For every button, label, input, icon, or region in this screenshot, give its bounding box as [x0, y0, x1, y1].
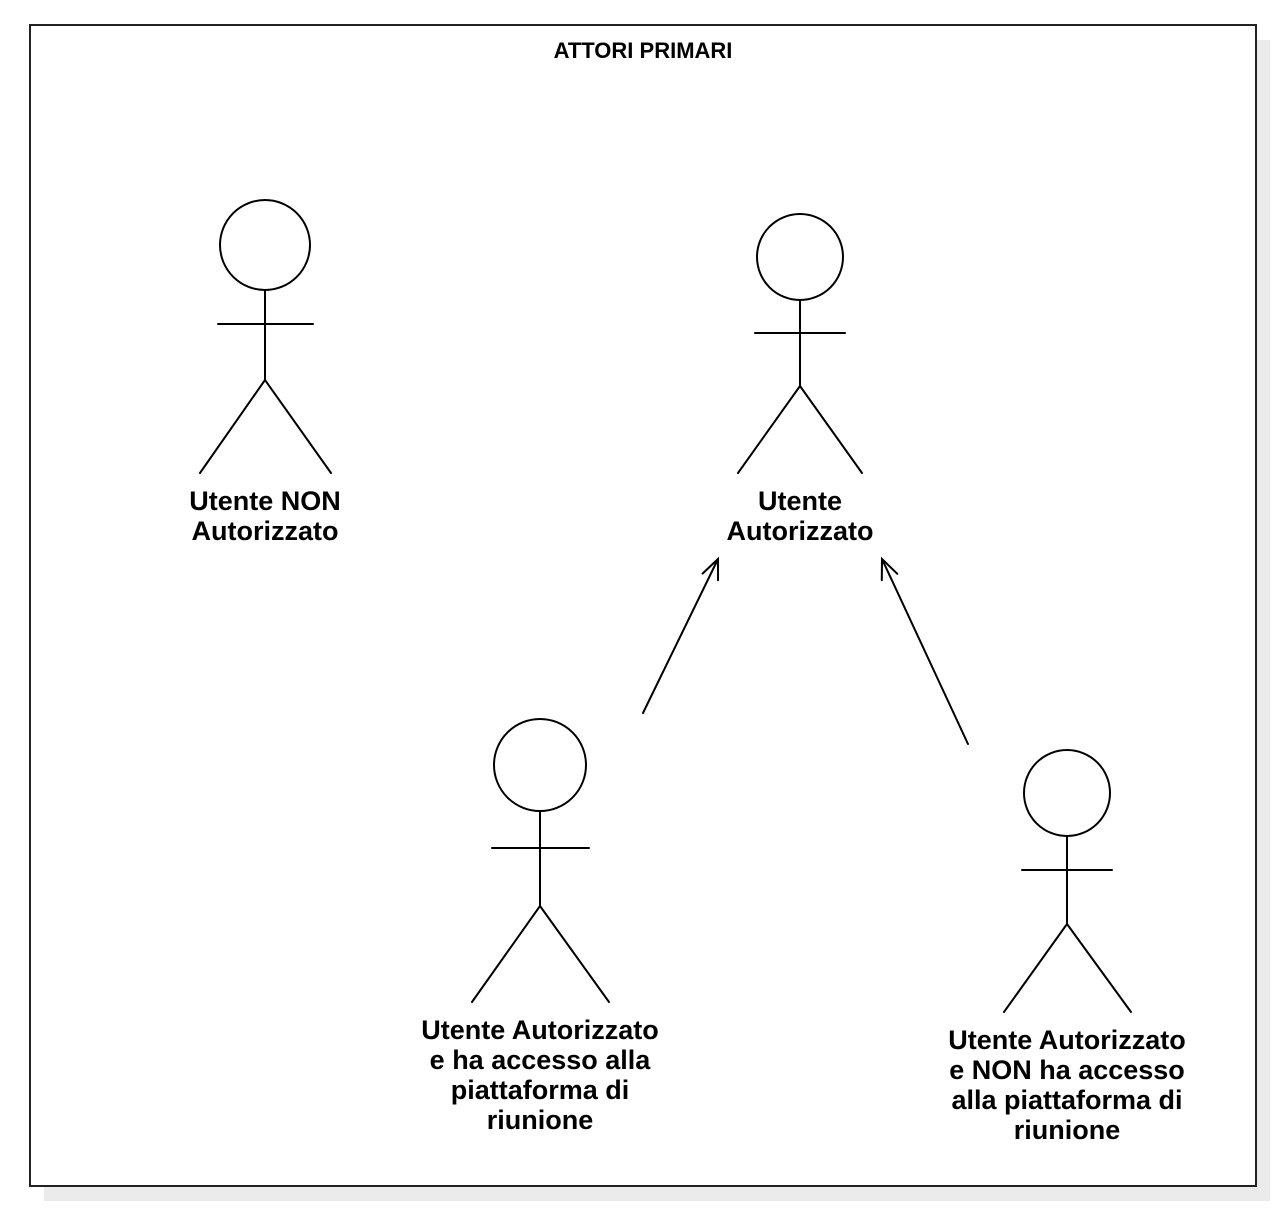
actor-right-leg	[1066, 923, 1132, 1013]
actor-left-leg	[199, 379, 266, 474]
actor-head	[1023, 749, 1111, 837]
diagram-frame: ATTORI PRIMARI	[29, 24, 1257, 1187]
arrow-head	[701, 556, 719, 582]
actor-left-leg	[737, 385, 801, 474]
generalization-arrow-with-access[interactable]	[642, 556, 719, 714]
actor-head	[756, 213, 844, 301]
actor-label-authorized: Utente Autorizzato	[726, 486, 874, 546]
actor-right-leg	[264, 379, 332, 474]
arrow-line	[881, 558, 969, 745]
actor-right-leg	[539, 905, 610, 1003]
actor-authorized-figure[interactable]	[737, 213, 863, 474]
actor-left-leg	[1003, 923, 1068, 1013]
actor-head	[493, 718, 587, 812]
diagram-title: ATTORI PRIMARI	[553, 38, 733, 63]
actor-right-leg	[799, 385, 863, 474]
actor-head	[219, 199, 311, 291]
actor-authorized-without-access-figure[interactable]	[1003, 749, 1132, 1013]
actor-unauthorized-figure[interactable]	[199, 199, 332, 474]
arrow-line	[642, 558, 719, 714]
generalization-arrow-without-access[interactable]	[880, 556, 969, 745]
actor-label-unauthorized: Utente NON Autorizzato	[189, 486, 341, 546]
actor-authorized-with-access-figure[interactable]	[471, 718, 610, 1003]
arrow-head	[880, 556, 899, 582]
actor-left-leg	[471, 905, 541, 1003]
actor-label-authorized-with-access: Utente Autorizzato e ha accesso alla pia…	[421, 1015, 659, 1135]
actor-label-authorized-without-access: Utente Autorizzato e NON ha accesso alla…	[948, 1025, 1186, 1145]
